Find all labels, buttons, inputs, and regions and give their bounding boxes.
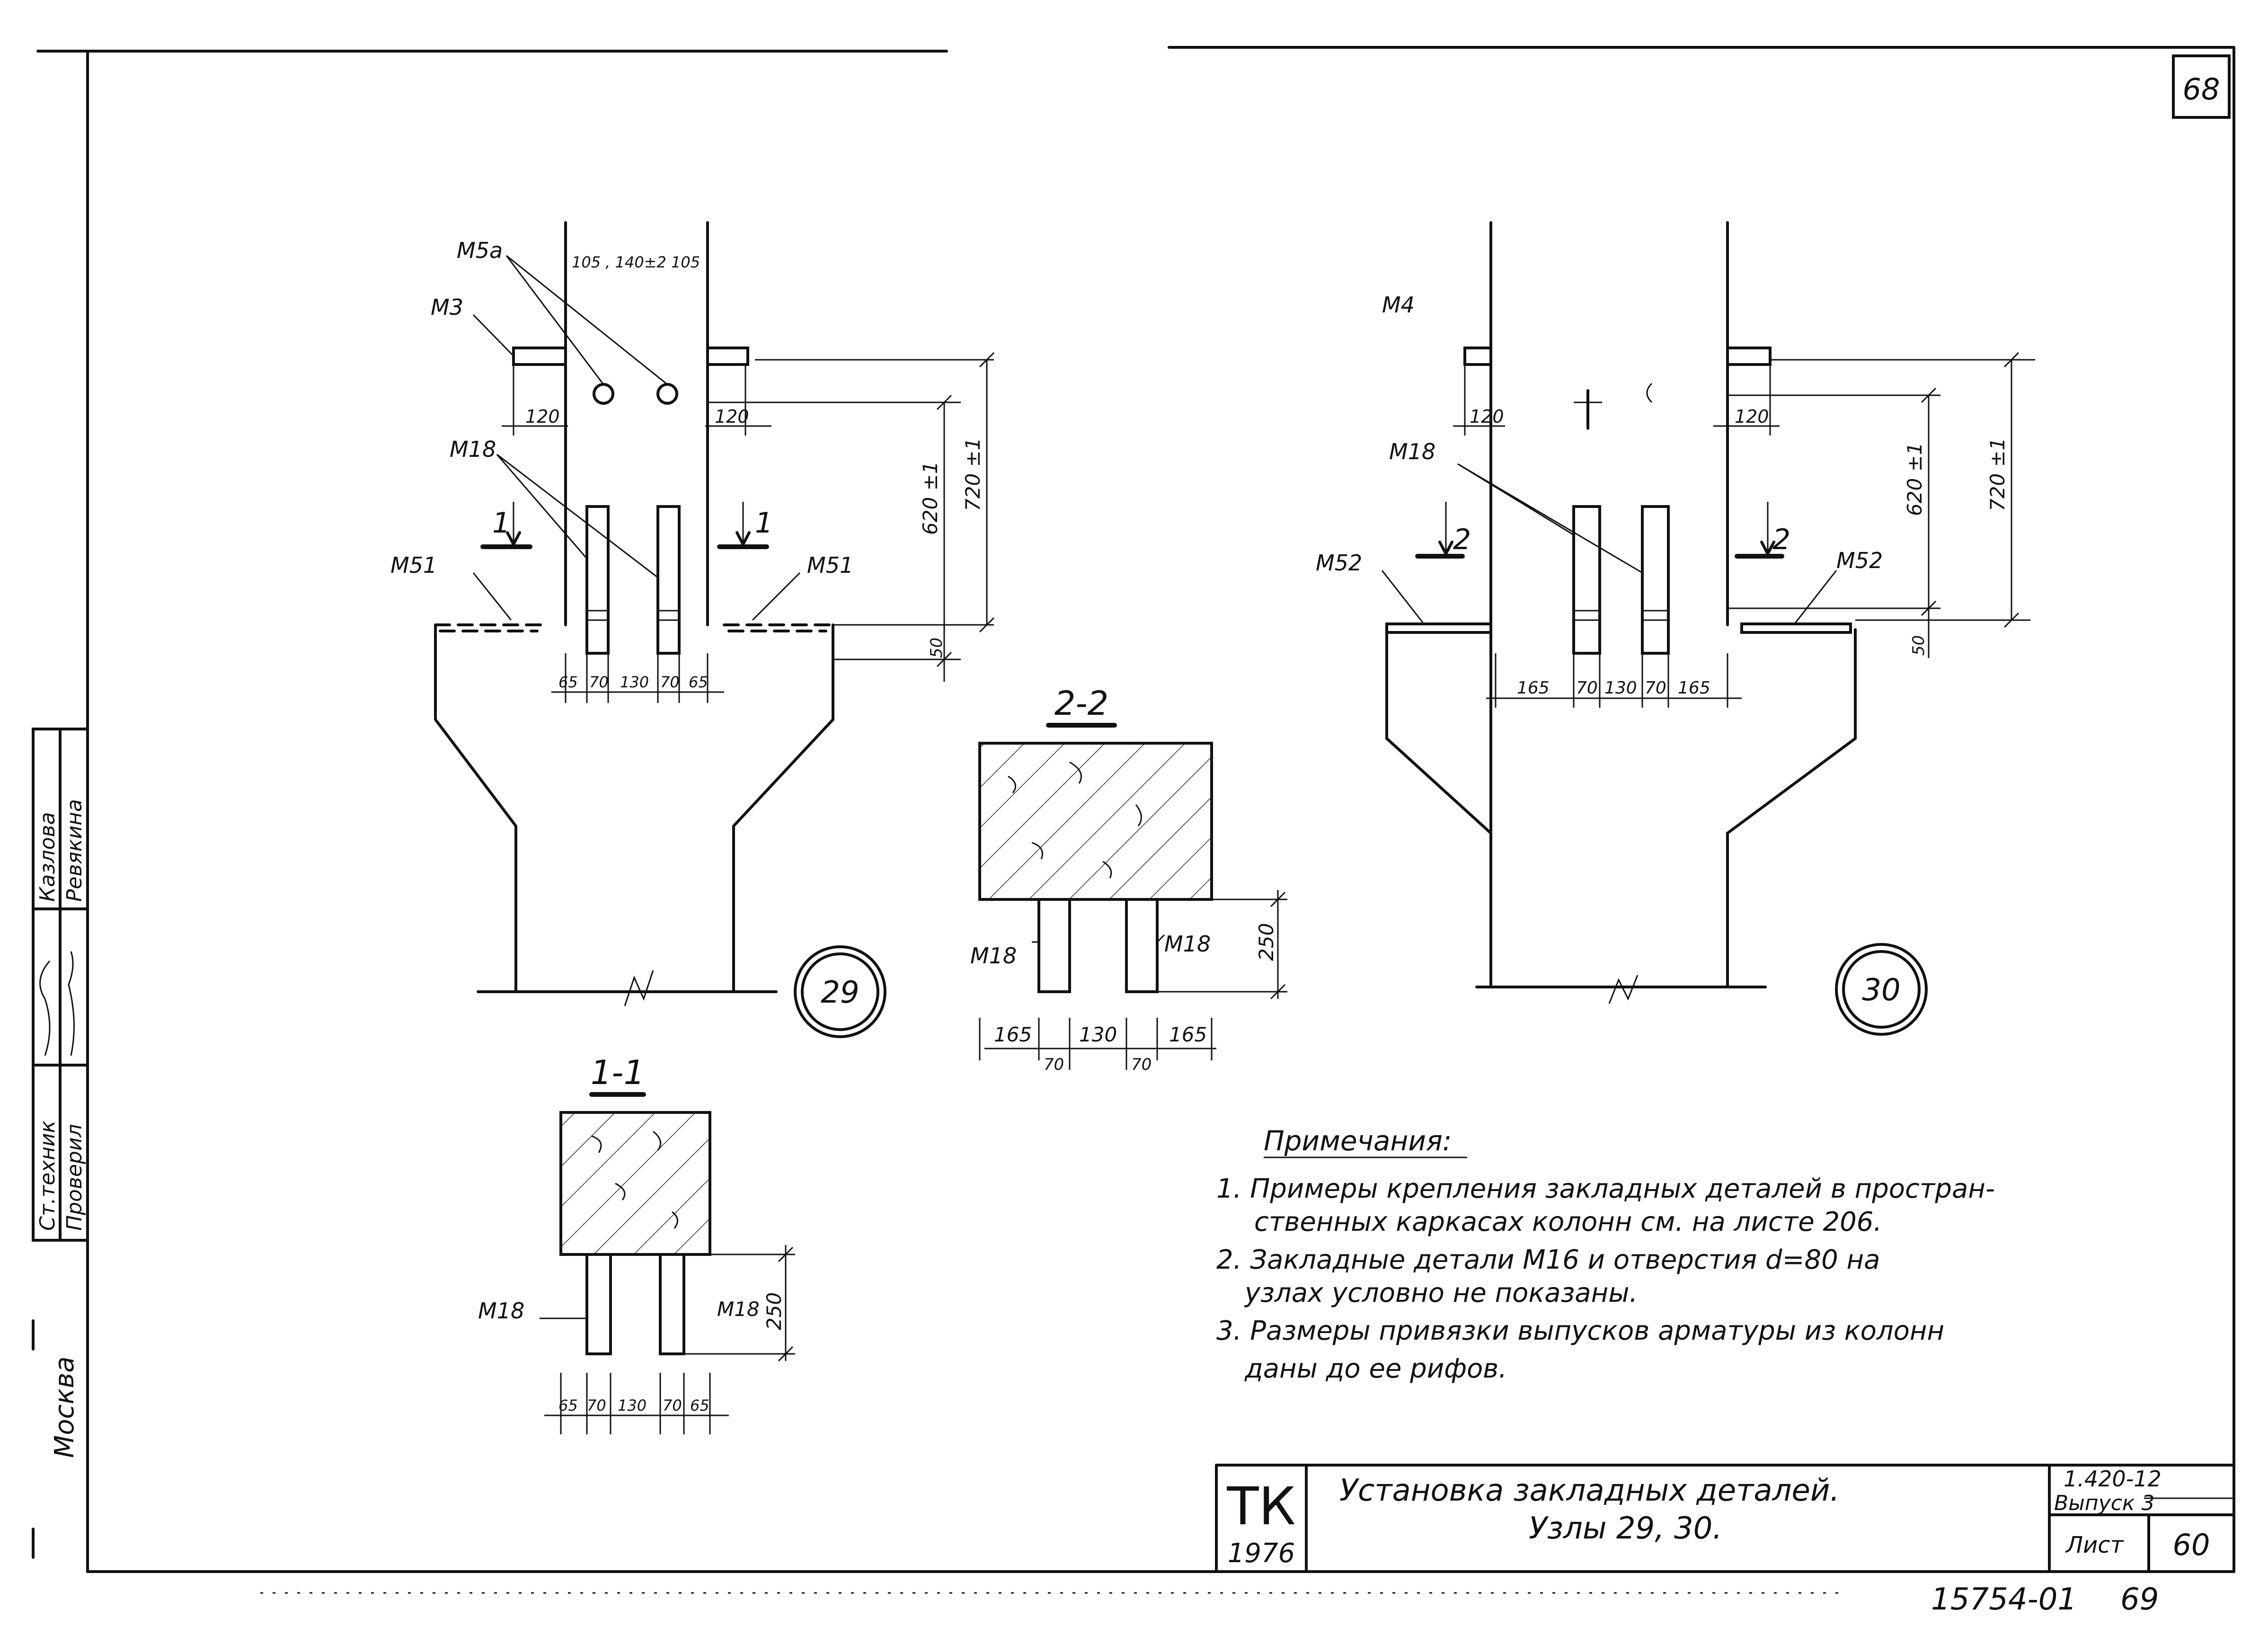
node30-label-m52-left: М52 — [1316, 550, 1362, 576]
notes-line-3: 2. Закладные детали М16 и отверстия d=80… — [1216, 1245, 1880, 1275]
section-1-1-dim-3: 130 — [618, 1396, 647, 1414]
node29-number: 29 — [821, 975, 859, 1010]
title-sheet-number: 60 — [2173, 1528, 2210, 1562]
stamp-name-2: Ревякина — [62, 799, 87, 902]
notes-line-5: 3. Размеры привязки выпусков арматуры из… — [1216, 1316, 1944, 1346]
node-29-geometry — [434, 221, 995, 1038]
title-year: 1976 — [1228, 1538, 1295, 1569]
node29-dim-720: 720 ±1 — [961, 438, 984, 511]
node30-dim-b4: 70 — [1645, 678, 1666, 698]
section-1-1-geometry — [540, 1092, 795, 1434]
notes-line-2: ственных каркасах колонн см. на листе 20… — [1254, 1207, 1882, 1237]
stamp-city: Москва — [49, 1356, 80, 1458]
section-2-2-label-right: М18 — [1164, 931, 1211, 957]
node29-label-m51-left: М51 — [390, 552, 437, 578]
title-line-1: Установка закладных деталей. — [1339, 1473, 1840, 1508]
node29-dim-120-right: 120 — [715, 406, 749, 427]
stamp-signatures — [39, 951, 75, 1056]
title-series: 1.420-12 — [2064, 1466, 2162, 1492]
notes-line-4: узлах условно не показаны. — [1244, 1278, 1638, 1308]
corner-number-box — [2172, 54, 2231, 119]
bottom-code: 15754-01 — [1931, 1582, 2077, 1617]
notes-line-1: 1. Примеры крепления закладных деталей в… — [1216, 1174, 1995, 1204]
node30-cut-mark-right: 2 — [1772, 523, 1790, 556]
section-1-1-dim-5: 65 — [690, 1396, 709, 1414]
node29-cut-mark-left: 1 — [492, 507, 510, 540]
title-org: ТК — [1226, 1476, 1295, 1537]
section-1-1-dim-4: 70 — [663, 1396, 682, 1414]
node30-dim-b2: 70 — [1576, 678, 1598, 698]
section-2-2-label-left: М18 — [970, 943, 1017, 969]
node29-dim-b2: 70 — [589, 673, 609, 691]
notes-line-6: даны до ее рифов. — [1244, 1353, 1507, 1384]
node30-number: 30 — [1862, 973, 1900, 1008]
node30-dim-120-left: 120 — [1470, 406, 1504, 427]
stamp-name-1: Казлова — [35, 812, 60, 902]
node30-dim-b5: 165 — [1678, 678, 1710, 698]
node29-dim-120-left: 120 — [525, 406, 560, 427]
section-1-1-dim-2: 70 — [587, 1396, 606, 1414]
title-line-2: Узлы 29, 30. — [1529, 1511, 1722, 1546]
node29-cut-mark-right: 1 — [755, 507, 773, 540]
section-2-2-dim-70a: 70 — [1044, 1055, 1064, 1074]
node30-dim-120-right: 120 — [1735, 406, 1769, 427]
stamp-role-2: Проверил — [62, 1124, 87, 1231]
node30-dim-50: 50 — [1909, 635, 1928, 656]
section-2-2-dim-1: 165 — [994, 1023, 1032, 1046]
section-2-2-geometry — [978, 723, 1287, 1070]
node29-top-dims: 105 , 140±2 105 — [572, 253, 700, 271]
section-1-1-label-left: М18 — [478, 1298, 524, 1324]
section-1-1-label-right: М18 — [717, 1298, 760, 1321]
node30-dim-620: 620 ±1 — [1903, 443, 1926, 516]
node29-dim-b4: 70 — [660, 673, 680, 691]
node29-label-m18: М18 — [450, 436, 496, 462]
title-issue: Выпуск 3 — [2054, 1491, 2154, 1515]
node29-dim-50: 50 — [927, 638, 946, 658]
section-2-2-dim-2: 130 — [1079, 1023, 1117, 1046]
node30-label-m18: М18 — [1389, 439, 1435, 464]
section-2-2-dim-70b: 70 — [1131, 1055, 1152, 1074]
node30-dim-b3: 130 — [1604, 678, 1637, 698]
bottom-page: 69 — [2120, 1582, 2159, 1617]
node-30-geometry — [1381, 221, 2035, 1036]
section-2-2-title: 2-2 — [1054, 684, 1108, 723]
notes-heading: Примечания: — [1264, 1125, 1452, 1157]
title-block — [1215, 1464, 2235, 1573]
node29-dim-b3: 130 — [620, 673, 649, 691]
section-1-1-title: 1-1 — [591, 1053, 645, 1092]
section-1-1-dim-250: 250 — [762, 1292, 786, 1330]
node30-label-m52-right: М52 — [1836, 548, 1883, 573]
node29-dim-b1: 65 — [558, 673, 578, 691]
node29-dim-b5: 65 — [689, 673, 708, 691]
section-2-2-dim-3: 165 — [1169, 1023, 1207, 1046]
node29-label-m51-right: М51 — [807, 552, 853, 578]
section-1-1-dim-1: 65 — [558, 1396, 578, 1414]
section-2-2-dim-250: 250 — [1255, 923, 1278, 961]
side-stamp — [32, 728, 89, 1242]
title-sheet-label: Лист — [2065, 1532, 2125, 1558]
node30-dim-b1: 165 — [1517, 678, 1550, 698]
corner-number: 68 — [2183, 72, 2220, 107]
node30-cut-mark-left: 2 — [1453, 523, 1471, 556]
node30-dim-720: 720 ±1 — [1986, 438, 2009, 511]
stamp-role-1: Ст.техник — [35, 1120, 60, 1231]
node29-dim-620: 620 ±1 — [919, 462, 942, 535]
node30-label-m4: М4 — [1382, 292, 1415, 318]
node29-label-m3: М3 — [431, 294, 463, 320]
node29-label-m5a: М5а — [457, 238, 503, 263]
